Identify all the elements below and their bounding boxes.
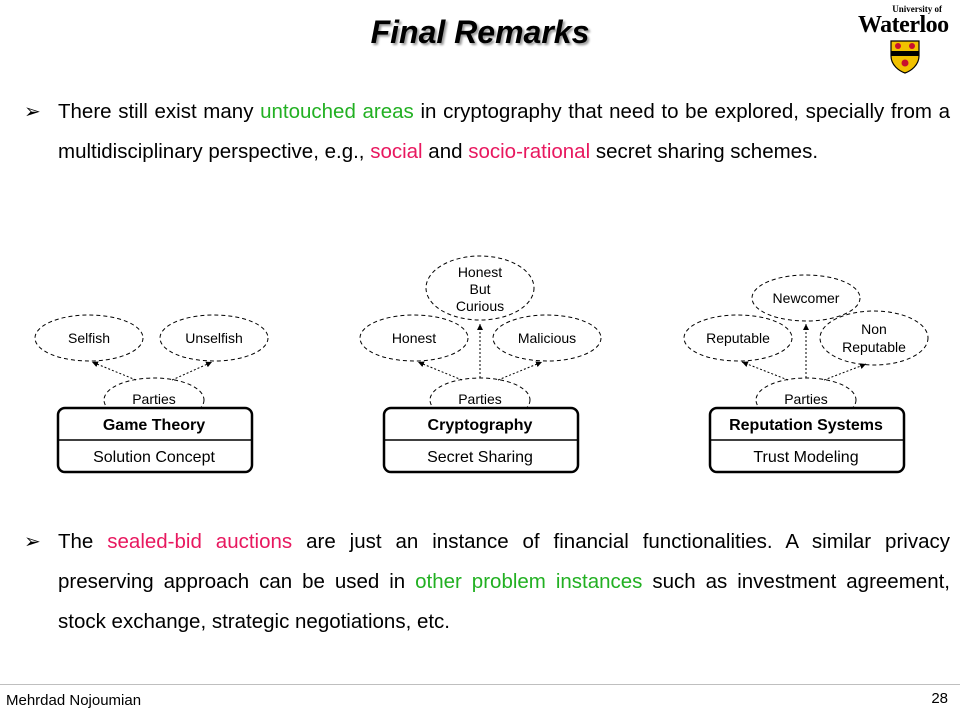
logo-big-text: Waterloo bbox=[858, 12, 949, 38]
node-ellipse bbox=[819, 310, 929, 366]
node-ellipse bbox=[492, 314, 602, 362]
bullet-2-highlight-sealed-bid: sealed-bid auctions bbox=[107, 530, 293, 553]
box-subtitle: Secret Sharing bbox=[427, 449, 533, 466]
bullet-2-seg2: are just an instance of financial functi… bbox=[58, 530, 950, 593]
page-number: 28 bbox=[931, 690, 948, 707]
node-ellipse bbox=[34, 314, 144, 362]
node-ellipse bbox=[751, 274, 861, 322]
node-label: Reputable bbox=[706, 330, 770, 346]
bullet-1-text: There still exist many untouched areas i… bbox=[58, 92, 950, 172]
root-label: Parties bbox=[784, 391, 828, 407]
bullet-1-seg3: and bbox=[422, 140, 469, 163]
logo-small-text: University of bbox=[892, 4, 942, 14]
diagram-cryptography: Honest But Curious Honest Malicious Part… bbox=[354, 252, 604, 481]
node-label: Non bbox=[861, 321, 887, 337]
node-label: Reputable bbox=[842, 339, 906, 355]
node-ellipse bbox=[159, 314, 269, 362]
bullet-2: ➢ The sealed-bid auctions are just an in… bbox=[24, 522, 950, 642]
box-title: Cryptography bbox=[428, 417, 533, 434]
diagram-reputation-systems: Newcomer Reputable Non Reputable Parties… bbox=[680, 252, 930, 481]
bullet-1-seg4: secret sharing schemes. bbox=[590, 140, 819, 163]
footer-divider bbox=[0, 684, 960, 685]
node-ellipse bbox=[683, 314, 793, 362]
bullet-arrow-icon: ➢ bbox=[24, 531, 41, 553]
university-logo: University of Waterloo bbox=[852, 4, 956, 76]
node-label: Selfish bbox=[68, 330, 110, 346]
node-label: Unselfish bbox=[185, 330, 243, 346]
node-label: Honest bbox=[392, 330, 436, 346]
bullet-2-seg3: such as investment agreement, stock exch… bbox=[58, 570, 950, 633]
box-title: Reputation Systems bbox=[729, 417, 883, 434]
bullet-arrow-icon: ➢ bbox=[24, 101, 41, 123]
node-ellipse bbox=[359, 314, 469, 362]
root-label: Parties bbox=[458, 391, 502, 407]
node-label: But bbox=[469, 281, 490, 297]
node-label: Honest bbox=[458, 264, 502, 280]
bullet-1-seg2: in cryptography that need to be explored… bbox=[58, 100, 950, 163]
node-label: Malicious bbox=[518, 330, 576, 346]
bullet-2-highlight-other-problems: other problem instances bbox=[415, 570, 643, 593]
box-subtitle: Trust Modeling bbox=[753, 449, 858, 466]
slide-title: Final Remarks bbox=[370, 14, 590, 50]
box-title: Game Theory bbox=[103, 417, 205, 434]
bullet-1-highlight-socio-rational: socio-rational bbox=[468, 140, 591, 163]
box-subtitle: Solution Concept bbox=[93, 449, 215, 466]
bullet-1-highlight-social: social bbox=[370, 140, 423, 163]
bullet-2-text: The sealed-bid auctions are just an inst… bbox=[58, 522, 950, 642]
root-label: Parties bbox=[132, 391, 176, 407]
node-ellipse bbox=[425, 255, 535, 321]
node-label: Newcomer bbox=[773, 290, 840, 306]
bullet-1-highlight-untouched: untouched areas bbox=[260, 100, 414, 123]
bullet-1: ➢ There still exist many untouched areas… bbox=[24, 92, 950, 172]
shield-icon bbox=[890, 40, 920, 74]
bullet-2-seg1: The bbox=[58, 530, 108, 553]
bullet-1-seg1: There still exist many bbox=[58, 100, 261, 123]
diagram-game-theory: Selfish Unselfish Parties Game Theory So… bbox=[28, 252, 269, 481]
node-label: Curious bbox=[456, 298, 504, 314]
footer-author: Mehrdad Nojoumian bbox=[6, 692, 142, 709]
